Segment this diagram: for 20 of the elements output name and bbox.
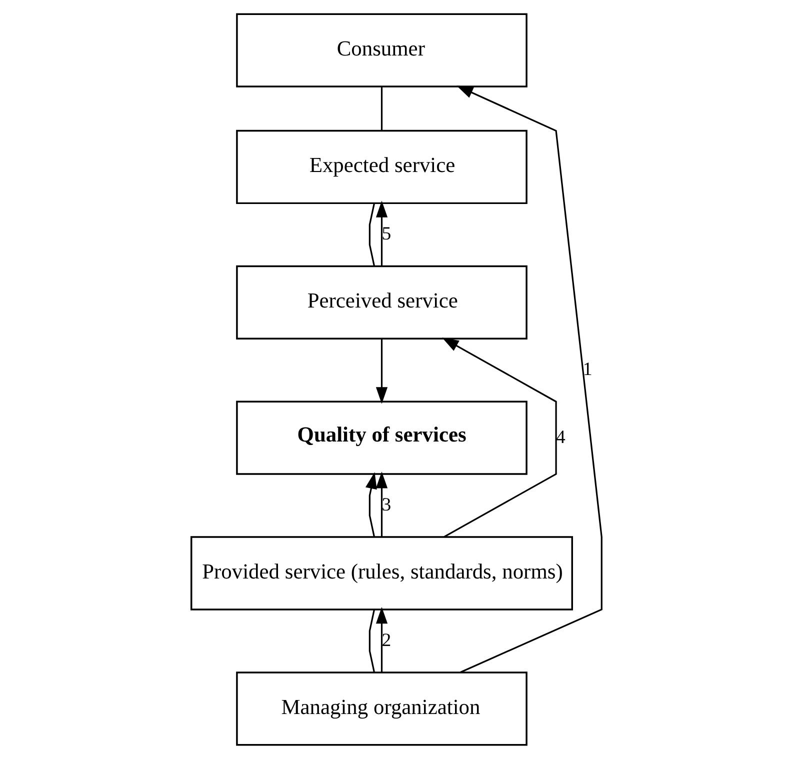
connector [368, 204, 374, 266]
arrow [442, 338, 556, 538]
arrow [375, 200, 388, 266]
edge-label: 1 [582, 359, 592, 380]
edge-label: 2 [381, 630, 391, 651]
arrow [375, 607, 388, 672]
arrow [375, 338, 388, 404]
node-box: Quality of services [236, 400, 527, 475]
node-box: Perceived service [236, 265, 527, 340]
node-box: Consumer [236, 13, 527, 88]
arrow [375, 472, 388, 537]
arrow [456, 86, 602, 673]
edge-label: 5 [381, 224, 391, 245]
node-box: Managing organization [236, 672, 527, 746]
connector [368, 610, 374, 672]
node-box: Expected service [236, 130, 527, 204]
node-box: Provided service (rules, standards, norms) [190, 536, 573, 610]
edge-label: 3 [381, 494, 391, 516]
connector [380, 87, 382, 131]
arrow [365, 472, 376, 537]
